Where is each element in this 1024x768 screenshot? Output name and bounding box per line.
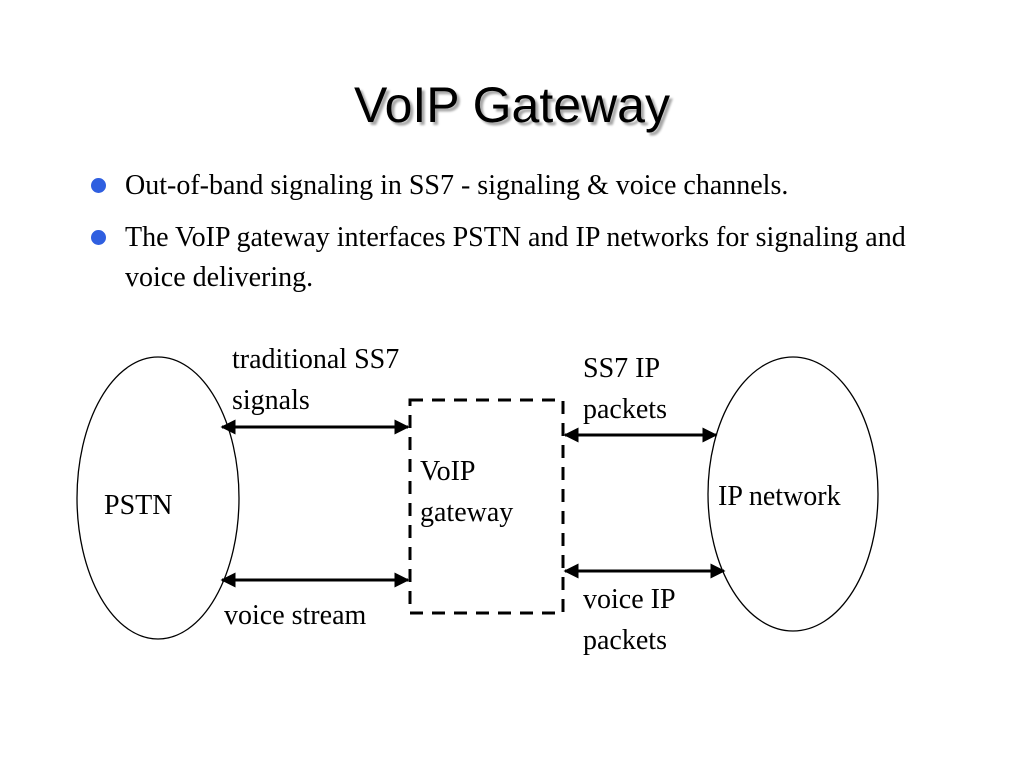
- voip-gateway-box: [408, 398, 565, 615]
- gateway-label-line1: VoIP: [420, 456, 476, 487]
- bullet-item: Out-of-band signaling in SS7 - signaling…: [88, 166, 968, 206]
- pstn-label: PSTN: [104, 490, 173, 521]
- pstn-ellipse: [76, 356, 240, 640]
- voice-stream-label: voice stream: [224, 600, 367, 631]
- gateway-label-line2: gateway: [420, 497, 514, 528]
- ip-network-label: IP network: [718, 481, 841, 512]
- ip-network-ellipse: [707, 356, 879, 632]
- ss7-ip-packets-label-line2: packets: [583, 394, 667, 425]
- voice-ip-packets-label-line1: voice IP: [583, 584, 676, 615]
- ss7-signals-label-line2: signals: [232, 385, 310, 416]
- slide-title: VoIP Gateway: [354, 77, 670, 133]
- bullet-text: The VoIP gateway interfaces PSTN and IP …: [125, 222, 906, 293]
- bullet-dot-icon: [91, 230, 106, 245]
- bullet-item: The VoIP gateway interfaces PSTN and IP …: [88, 218, 968, 298]
- ss7-signals-label-line1: traditional SS7: [232, 344, 400, 375]
- bullet-dot-icon: [91, 178, 106, 193]
- bullet-list: Out-of-band signaling in SS7 - signaling…: [88, 166, 968, 310]
- voice-ip-packets-label-line2: packets: [583, 625, 667, 656]
- bullet-text: Out-of-band signaling in SS7 - signaling…: [125, 170, 789, 201]
- ss7-ip-packets-label-line1: SS7 IP: [583, 353, 661, 384]
